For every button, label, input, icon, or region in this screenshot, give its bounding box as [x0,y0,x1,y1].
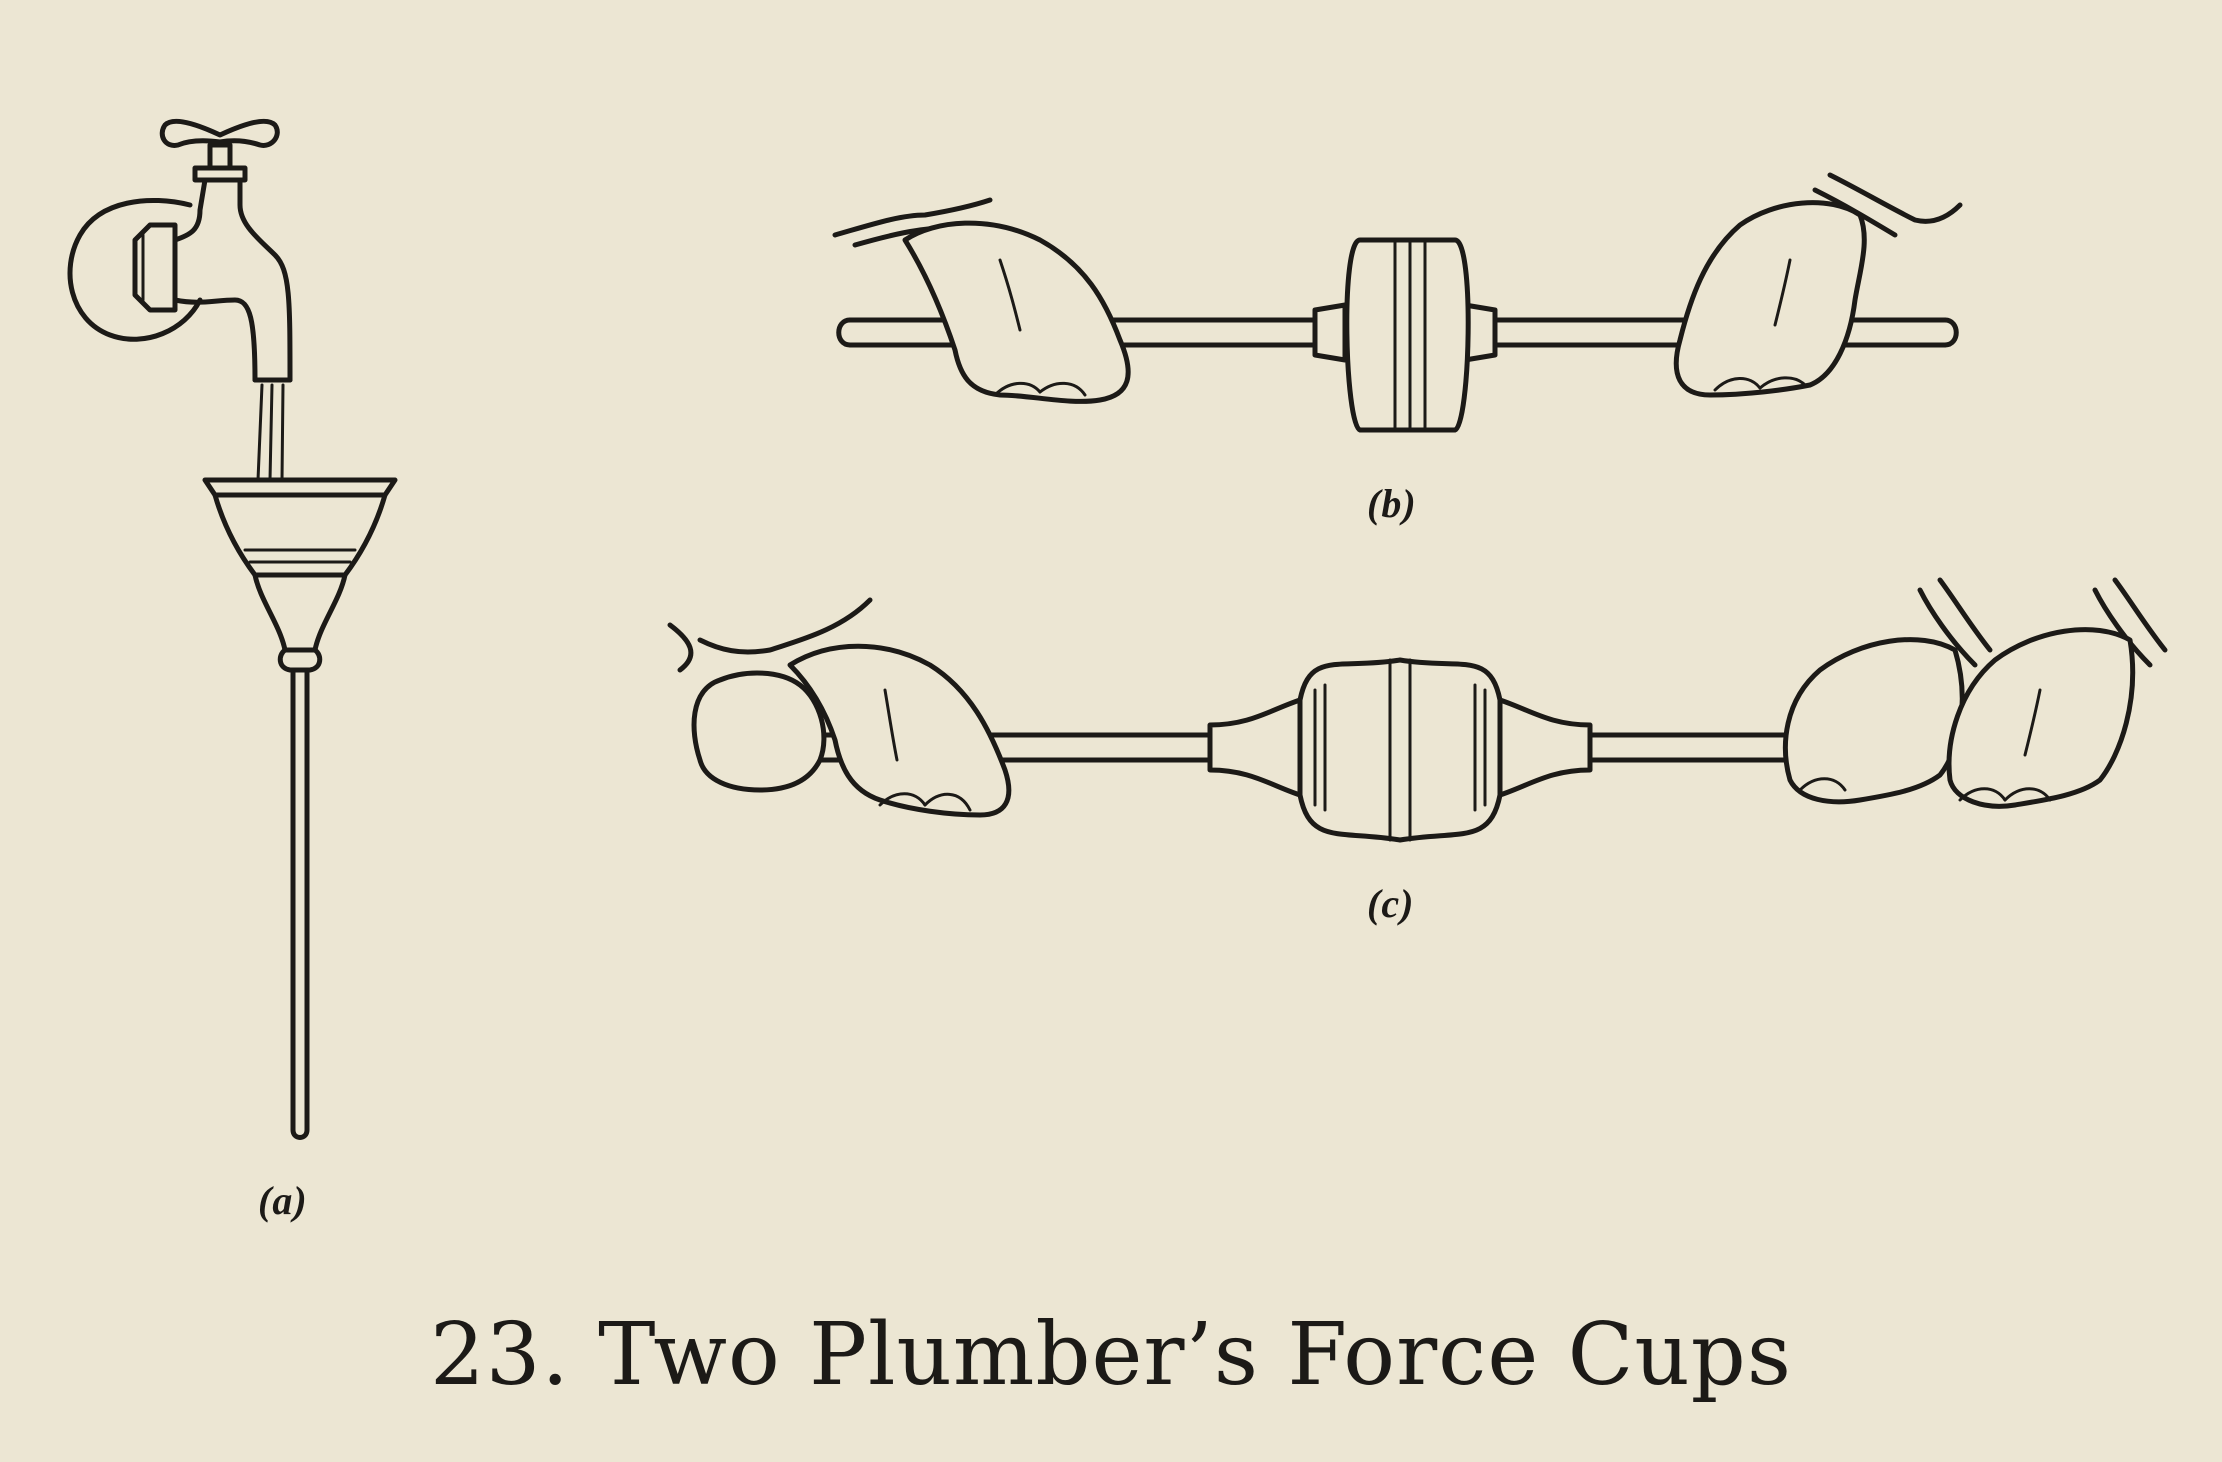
hand-icon-c-left [667,597,1012,818]
funnel-icon [202,477,398,1140]
hand-icon-b-left [832,197,1131,404]
force-cup-icon-b [836,237,1959,433]
faucet-icon [67,118,293,482]
label-b: (b) [1367,481,1417,526]
figure-caption: 23. Two Plumber’s Force Cups [430,1305,1792,1405]
label-a: (a) [258,1178,308,1223]
label-c: (c) [1367,881,1415,926]
hand-icon-c-right [1783,577,2168,809]
hand-icon-b-right [1673,172,1963,398]
